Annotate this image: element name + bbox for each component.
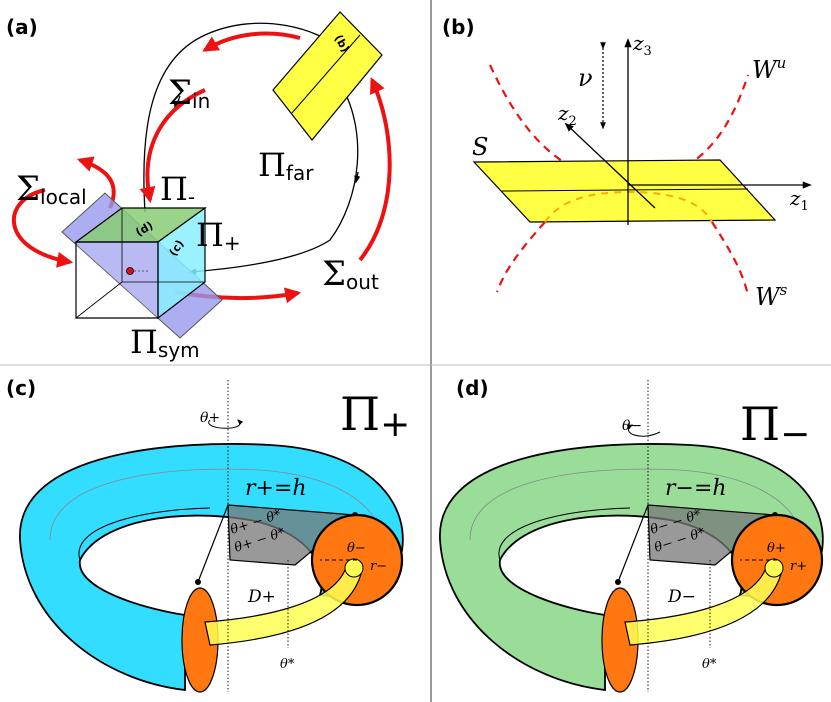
D-minus-label: D−: [667, 587, 696, 607]
red-arrow-in: [139, 88, 206, 204]
unstable-manifold-wu: [489, 64, 750, 184]
wedge-c: [227, 504, 357, 566]
radius-d-label: r−=h: [665, 476, 727, 501]
pi-plus-label: Π+: [196, 216, 241, 255]
theta-minus-c: θ−: [347, 541, 366, 556]
panel-c: (c) Π+ θ+ r+=h θ+ − θ* θ+ − θ* θ− r− D+ …: [6, 376, 410, 693]
r-plus-d: r+: [790, 559, 807, 574]
tube-c-end: [344, 558, 364, 578]
theta-star-d: θ*: [702, 657, 717, 672]
pi-minus-title: Π−: [740, 397, 810, 455]
panel-a-label: (a): [6, 15, 38, 39]
point-d-2: [615, 579, 621, 585]
S-label: S: [472, 133, 488, 161]
theta-axis-c-label: θ+: [200, 410, 220, 426]
panel-c-label: (c): [6, 376, 36, 400]
cube-hidden-edge-2: [75, 281, 123, 319]
orbit-top: [143, 22, 339, 213]
torus-c-center-circle: [49, 468, 381, 541]
orbit-right: [188, 79, 359, 275]
cube-front-face: [75, 241, 159, 319]
red-arrow-local-in: [11, 188, 74, 268]
theta-star-c: θ*: [280, 657, 295, 672]
pi-minus-label: Π-: [160, 170, 195, 209]
panel-a: (a) (b) (d) (c) Σin Σlocal Σou: [6, 11, 392, 362]
panel-b: (b) ν z3 z1 z2 S Wu Ws: [442, 15, 812, 311]
sigma-in-label: Σin: [168, 73, 210, 113]
torus-c-inner-edge: [78, 507, 211, 561]
theta-plus-d: θ+: [767, 541, 786, 556]
pi-far-label: Πfar: [258, 146, 314, 185]
red-arrow-in-top: [202, 31, 301, 52]
radius-c-label: r+=h: [245, 476, 307, 501]
torus-d-inner-edge: [498, 507, 631, 561]
pi-far-plane: [272, 11, 383, 141]
axis-z2: [564, 122, 656, 209]
wu-label: Wu: [752, 54, 786, 84]
sigma-out-label: Σout: [322, 254, 379, 294]
stable-manifold-ws-right: [711, 221, 750, 296]
pi-plus-title: Π+: [340, 387, 410, 445]
pi-far-line: [291, 34, 361, 114]
tube-d-end: [764, 558, 784, 578]
stable-manifold-ws-left: [495, 221, 546, 293]
ws-label: Ws: [755, 281, 788, 311]
panel-d-label: (d): [456, 376, 489, 400]
sigma-local-label: Σlocal: [16, 169, 87, 209]
D-plus-label: D+: [247, 587, 276, 607]
nu-label: ν: [578, 64, 593, 92]
pi-sym-label: Πsym: [130, 323, 200, 362]
z1-label: z1: [789, 186, 809, 214]
equilibrium-point: [126, 267, 134, 275]
r-minus-c: r−: [370, 559, 387, 574]
orbit-arrow-2: [354, 171, 361, 184]
wedge-d-radius: [617, 504, 649, 583]
plane-S: [472, 159, 777, 223]
panel-d: (d) Π− θ− r−=h θ− − θ* θ− − θ* θ+ r+ D− …: [439, 376, 824, 693]
z3-label: z3: [632, 31, 652, 59]
wedge-c-radius: [197, 504, 229, 583]
theta-axis-d-label: θ−: [622, 418, 642, 434]
red-arrow-out-up: [358, 77, 392, 262]
z2-label: z2: [557, 101, 577, 129]
point-c-2: [195, 579, 201, 585]
rotation-arrow-d: [626, 424, 661, 437]
tube-c: [204, 569, 363, 646]
plane-S-midline: [501, 188, 749, 192]
rotation-arrow-c: [208, 419, 244, 429]
tube-d: [624, 569, 783, 646]
panel-b-label: (b): [442, 15, 475, 39]
wedge-d: [647, 504, 777, 566]
torus-d-center-circle: [469, 468, 801, 541]
